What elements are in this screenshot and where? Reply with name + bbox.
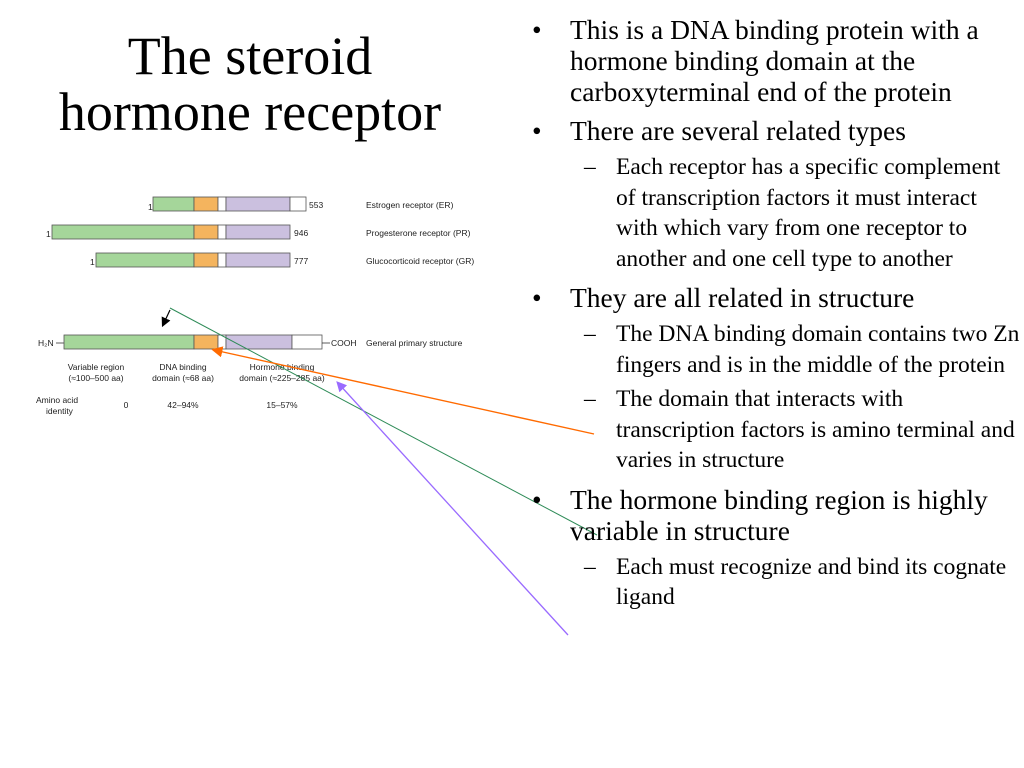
dna-binding-size-label: domain (≈68 aa) bbox=[152, 373, 214, 383]
amino-acid-identity-label-2: identity bbox=[46, 406, 74, 416]
variable-region-bar bbox=[152, 196, 195, 212]
c-terminal-bar bbox=[291, 334, 323, 350]
bullet-item: This is a DNA binding protein with a hor… bbox=[526, 14, 1021, 107]
sub-bullet-item: Each receptor has a specific complement … bbox=[570, 152, 1021, 274]
title-line-1: The steroid bbox=[127, 26, 373, 86]
title-line-2: hormone receptor bbox=[58, 82, 442, 142]
hormone-binding-size-label: domain (≈225–285 aa) bbox=[239, 373, 325, 383]
receptor-row-pr: 1 946 Progesterone receptor (PR) bbox=[46, 224, 471, 240]
amino-acid-identity-label: Amino acid bbox=[36, 395, 78, 405]
dna-binding-label: DNA binding bbox=[159, 362, 207, 372]
variable-region-label: Variable region bbox=[68, 362, 125, 372]
receptor-name-label: Progesterone receptor (PR) bbox=[366, 228, 471, 238]
receptor-row-gr: 1 777 Glucocorticoid receptor (GR) bbox=[90, 252, 474, 268]
sub-bullet-item: Each must recognize and bind its cognate… bbox=[570, 552, 1021, 613]
bullet-text: There are several related types bbox=[570, 115, 906, 146]
bullet-text: The hormone binding region is highly var… bbox=[570, 483, 988, 546]
hormone-binding-bar bbox=[225, 252, 291, 268]
hinge-bar bbox=[217, 224, 227, 240]
identity-dna-value: 42–94% bbox=[167, 400, 199, 410]
variable-region-bar bbox=[95, 252, 195, 268]
receptor-end-label: 946 bbox=[294, 228, 308, 238]
receptor-end-label: 553 bbox=[309, 200, 323, 210]
hormone-binding-label: Hormone binding bbox=[250, 362, 315, 372]
c-terminus-label: COOH bbox=[331, 338, 357, 348]
identity-variable-value: 0 bbox=[124, 400, 129, 410]
sub-bullet-list: Each receptor has a specific complement … bbox=[570, 152, 1021, 274]
general-structure-row: H₂N COOH General primary structure Varia… bbox=[36, 334, 463, 416]
receptor-name-label: Estrogen receptor (ER) bbox=[366, 200, 454, 210]
bullet-item: There are several related types Each rec… bbox=[526, 115, 1021, 274]
receptor-name-label: Glucocorticoid receptor (GR) bbox=[366, 256, 474, 266]
dna-binding-bar bbox=[193, 252, 219, 268]
bullet-list: This is a DNA binding protein with a hor… bbox=[526, 14, 1021, 621]
sub-bullet-item: The domain that interacts with transcrip… bbox=[570, 384, 1021, 476]
dna-binding-bar bbox=[193, 334, 219, 350]
n-terminus-label: H₂N bbox=[38, 338, 54, 348]
dna-binding-bar bbox=[193, 196, 219, 212]
hinge-bar bbox=[217, 196, 227, 212]
hinge-bar bbox=[217, 334, 227, 350]
sub-bullet-item: The DNA binding domain contains two Zn f… bbox=[570, 319, 1021, 380]
bullet-item: They are all related in structure The DN… bbox=[526, 282, 1021, 476]
dna-binding-bar bbox=[193, 224, 219, 240]
receptor-end-label: 777 bbox=[294, 256, 308, 266]
sub-bullet-list: Each must recognize and bind its cognate… bbox=[570, 552, 1021, 613]
hormone-binding-bar bbox=[225, 224, 291, 240]
bullet-text: This is a DNA binding protein with a hor… bbox=[570, 14, 979, 107]
receptor-row-er: 1 553 Estrogen receptor (ER) bbox=[148, 196, 454, 212]
variable-region-bar bbox=[51, 224, 195, 240]
receptor-start-label: 1 bbox=[90, 257, 95, 267]
receptor-start-label: 1 bbox=[148, 202, 153, 212]
variable-region-size-label: (≈100–500 aa) bbox=[68, 373, 123, 383]
slide-title: The steroid hormone receptor bbox=[10, 28, 490, 140]
sub-bullet-list: The DNA binding domain contains two Zn f… bbox=[570, 319, 1021, 476]
hinge-bar bbox=[217, 252, 227, 268]
receptor-start-label: 1 bbox=[46, 229, 51, 239]
bullet-text: They are all related in structure bbox=[570, 282, 915, 313]
variable-region-bar bbox=[63, 334, 195, 350]
hormone-binding-bar bbox=[225, 196, 291, 212]
bullet-item: The hormone binding region is highly var… bbox=[526, 484, 1021, 613]
c-terminal-bar bbox=[289, 196, 307, 212]
black-arrow bbox=[161, 309, 171, 328]
identity-hormone-value: 15–57% bbox=[266, 400, 298, 410]
hormone-binding-bar bbox=[225, 334, 293, 350]
general-structure-label: General primary structure bbox=[366, 338, 463, 348]
